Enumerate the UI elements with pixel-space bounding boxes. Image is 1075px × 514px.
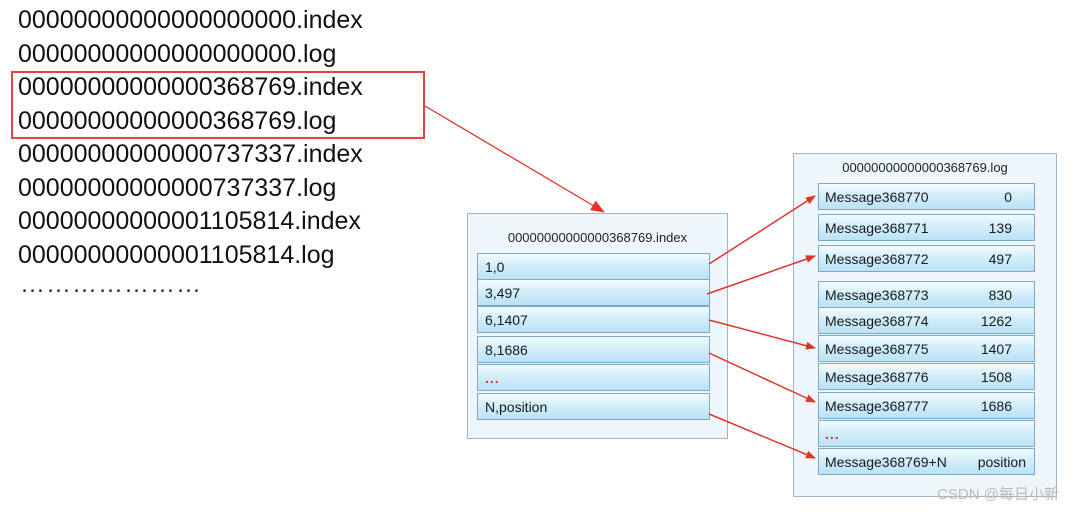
log-entry: Message368773 830 [818, 281, 1035, 308]
file-name: 00000000000001105814.index [18, 207, 361, 235]
selected-segment-highlight [11, 71, 425, 139]
log-message: Message368777 [825, 397, 929, 414]
log-position: 1407 [980, 340, 1012, 357]
log-entry: Message368770 0 [818, 183, 1035, 210]
file-name: 00000000000000737337.log [18, 173, 337, 202]
log-position: 1262 [980, 312, 1012, 329]
index-panel-title: 00000000000000368769.index [507, 230, 688, 245]
index-entry: 6,1407 [477, 306, 710, 333]
log-message: Message368772 [825, 250, 929, 267]
index-entry: 3,497 [477, 279, 710, 306]
log-message: Message368769+N [825, 453, 947, 470]
file-name: 00000000000000368769.index [18, 73, 363, 101]
index-entry-text: 8,1686 [485, 341, 528, 358]
log-position: 1686 [980, 397, 1012, 414]
index-entry-text: 3,497 [485, 284, 521, 301]
index-entry: 8,1686 [477, 336, 710, 363]
file-list-ellipsis: ………………… [20, 270, 202, 298]
segment-file-list: 00000000000000000000.index 0000000000000… [18, 4, 363, 272]
log-message: Message368773 [825, 286, 929, 303]
index-file-panel: 00000000000000368769.index 1,0 3,497 6,1… [467, 213, 728, 439]
watermark: CSDN @每日小新 [937, 486, 1059, 503]
log-panel-title: 00000000000000368769.log [842, 160, 1008, 175]
log-entry: ... [818, 420, 1035, 447]
file-name: 00000000000001105814.log [18, 240, 335, 269]
index-entry-text: 1,0 [485, 258, 505, 275]
log-position: 497 [988, 250, 1012, 267]
log-entry: Message368777 1686 [818, 392, 1035, 419]
log-message: Message368776 [825, 368, 929, 385]
log-entry-ellipsis: ... [825, 425, 840, 442]
log-position: 0 [1004, 188, 1012, 205]
log-entry: Message368776 1508 [818, 363, 1035, 390]
log-position: 1508 [980, 368, 1012, 385]
log-position: position [977, 453, 1026, 470]
index-entry: 1,0 [477, 253, 710, 280]
log-message: Message368774 [825, 312, 929, 329]
log-message: Message368775 [825, 340, 929, 357]
log-entry: Message368774 1262 [818, 307, 1035, 334]
log-message: Message368771 [825, 219, 929, 236]
index-entry: ... [477, 364, 710, 391]
segment-to-index-arrow [424, 105, 605, 213]
log-entry: Message368772 497 [818, 245, 1035, 272]
log-message: Message368770 [825, 188, 929, 205]
log-entry: Message368775 1407 [818, 335, 1035, 362]
log-entry: Message368771 139 [818, 214, 1035, 241]
log-entry: Message368769+N position [818, 448, 1035, 475]
index-entry-text: 6,1407 [485, 311, 528, 328]
log-position: 139 [988, 219, 1012, 236]
index-entry-ellipsis: ... [485, 369, 500, 386]
index-entry-text: N,position [485, 398, 548, 415]
file-name: 00000000000000737337.index [18, 140, 363, 168]
file-name: 00000000000000368769.log [18, 106, 337, 135]
file-name: 00000000000000000000.log [18, 39, 337, 68]
log-position: 830 [988, 286, 1012, 303]
log-file-panel: 00000000000000368769.log Message368770 0… [793, 153, 1057, 497]
file-name: 00000000000000000000.index [18, 6, 363, 34]
index-entry: N,position [477, 393, 710, 420]
